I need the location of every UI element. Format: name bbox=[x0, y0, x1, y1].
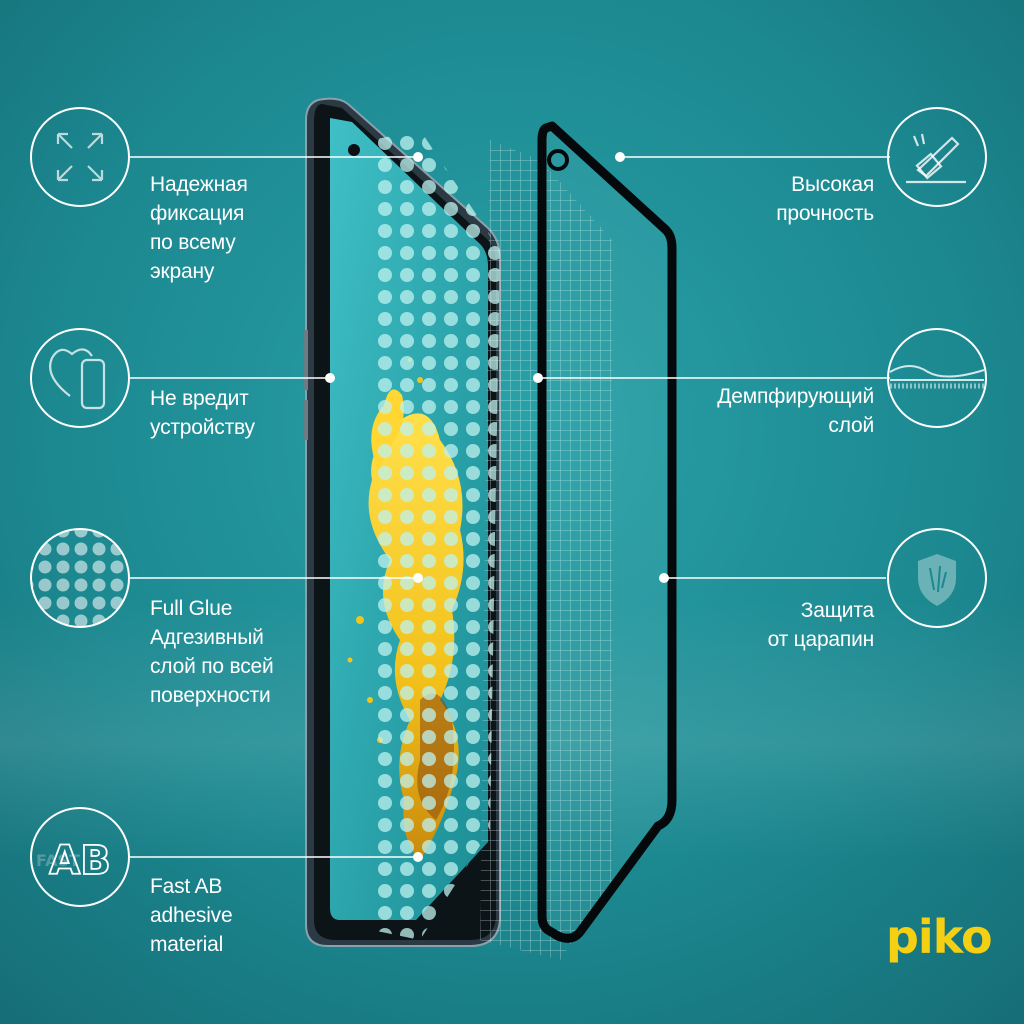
feature-label-scratch-protection: Защита от царапин bbox=[767, 596, 875, 654]
adhesive-layer bbox=[372, 130, 500, 940]
feature-label-line: экрану bbox=[150, 260, 215, 283]
feature-label-line: Высокая bbox=[791, 173, 874, 196]
feature-label-secure-fixation: Надежная фиксация по всему экрану bbox=[150, 170, 248, 286]
feature-label-full-glue: Full Glue Адгезивный слой по всей поверх… bbox=[150, 594, 274, 710]
feature-label-line: слой bbox=[828, 414, 874, 437]
brand-logo-text: piko bbox=[886, 910, 993, 964]
glass-camera-cutout bbox=[547, 149, 569, 171]
ab-fast-icon-ab-text: AB bbox=[49, 838, 110, 884]
feature-label-line: Надежная bbox=[150, 173, 248, 196]
layer-wave-icon bbox=[887, 328, 987, 428]
feature-label-line: по всему bbox=[150, 231, 236, 254]
hammer-icon bbox=[887, 107, 987, 207]
brand-logo: piko bbox=[886, 910, 993, 964]
feature-label-line: material bbox=[150, 933, 224, 956]
heart-phone-icon bbox=[30, 328, 130, 428]
feature-label-line: слой по всей bbox=[150, 655, 274, 678]
dots-pattern-icon bbox=[30, 528, 130, 628]
feature-label-line: Демпфирующий bbox=[717, 385, 874, 408]
feature-label-line: фиксация bbox=[150, 202, 245, 225]
feature-label-line: устройству bbox=[150, 416, 255, 439]
feature-label-device-safe: Не вредит устройству bbox=[150, 384, 255, 442]
ab-fast-icon: FAST AB bbox=[30, 807, 130, 907]
feature-label-line: Не вредит bbox=[150, 387, 249, 410]
feature-label-line: прочность bbox=[776, 202, 874, 225]
feature-label-line: от царапин bbox=[767, 628, 875, 651]
camera-hole bbox=[348, 144, 360, 156]
connector-lines bbox=[130, 152, 890, 862]
feature-label-line: Защита bbox=[800, 599, 874, 622]
feature-label-line: Fast AB bbox=[150, 875, 223, 898]
protective-glass bbox=[537, 121, 677, 943]
expand-arrows-icon bbox=[30, 107, 130, 207]
feature-label-line: adhesive bbox=[150, 904, 233, 927]
feature-label-line: Full Glue bbox=[150, 597, 233, 620]
ab-fast-icon-fast-text: FAST bbox=[36, 851, 80, 870]
feature-label-line: поверхности bbox=[150, 684, 271, 707]
feature-label-fast-ab: Fast AB adhesive material bbox=[150, 872, 233, 959]
feature-label-high-strength: Высокая прочность bbox=[776, 170, 874, 228]
feature-label-line: Адгезивный bbox=[150, 626, 264, 649]
feature-label-damping-layer: Демпфирующий слой bbox=[717, 382, 874, 440]
shield-icon bbox=[887, 528, 987, 628]
